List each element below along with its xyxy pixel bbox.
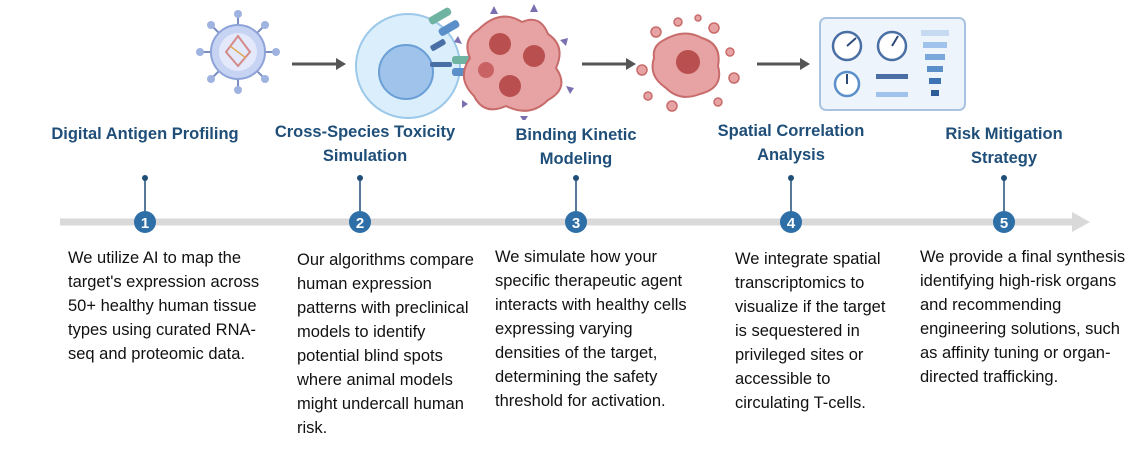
step-description-2: Our algorithms compare human expression …: [297, 251, 474, 437]
step-description-4: We integrate spatial transcriptomics to …: [735, 250, 886, 412]
connector-4: [788, 175, 794, 212]
connector-1: [142, 175, 148, 212]
step-title-2: Cross-Species Toxicity Simulation: [274, 123, 456, 165]
timeline-arrowhead: [1072, 212, 1090, 232]
step-description-3: We simulate how your specific therapeuti…: [495, 248, 687, 410]
arrow-icon: [582, 58, 636, 70]
step-badge-2: 2: [349, 211, 371, 233]
step-title-1: Digital Antigen Profiling: [51, 125, 239, 143]
dashboard-icon: [819, 17, 966, 111]
connector-2: [357, 175, 363, 212]
step-badge-1: 1: [134, 211, 156, 233]
timeline: 1 2 3 4 5: [60, 175, 1090, 233]
connector-3: [573, 175, 579, 212]
virus-icon: [196, 10, 280, 94]
arrow-icon: [292, 58, 346, 70]
step-badge-3: 3: [565, 211, 587, 233]
fragmented-cell-icon: [636, 14, 740, 112]
step-number-3: 3: [572, 215, 580, 232]
step-badge-4: 4: [780, 211, 802, 233]
tissue-cells-icon: [454, 4, 574, 120]
step-title-5: Risk Mitigation Strategy: [945, 125, 1063, 167]
illustration-strip: [196, 4, 966, 120]
step-number-1: 1: [141, 215, 149, 232]
step-description-5: We provide a final synthesis identifying…: [920, 248, 1126, 386]
connector-5: [1001, 175, 1007, 212]
step-title-4: Spatial Correlation Analysis: [717, 122, 865, 164]
step-description-1: We utilize AI to map the target's expres…: [68, 249, 260, 363]
step-number-5: 5: [1000, 215, 1008, 232]
step-badge-5: 5: [993, 211, 1015, 233]
immune-cell-icon: [355, 7, 472, 119]
step-number-2: 2: [356, 215, 364, 232]
step-number-4: 4: [787, 215, 796, 232]
arrow-icon: [757, 58, 810, 70]
step-title-3: Binding Kinetic Modeling: [515, 126, 637, 168]
